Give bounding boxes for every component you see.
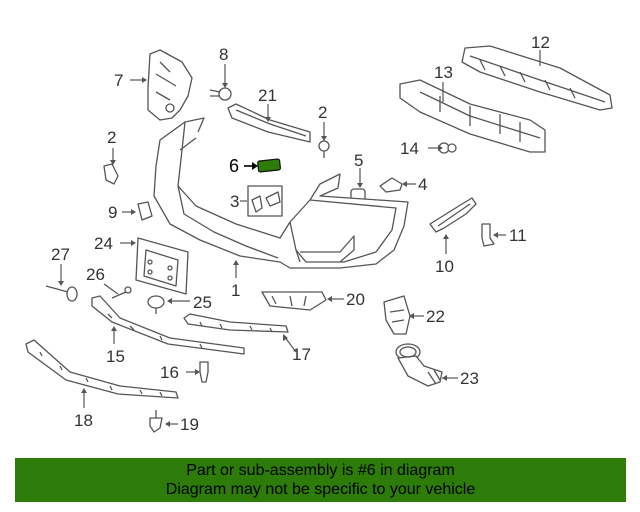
callout-3: 3 xyxy=(230,192,239,211)
callout-10: 10 xyxy=(435,257,454,276)
callout-24: 24 xyxy=(94,234,113,253)
part-9-cover: 9 xyxy=(108,201,153,222)
callout-4: 4 xyxy=(418,175,427,194)
part-19-clip: 19 xyxy=(149,410,199,434)
part-25-push-pin: 25 xyxy=(147,293,212,314)
part-18-air-deflector: 18 xyxy=(25,339,179,430)
part-4-clip: 4 xyxy=(379,175,427,194)
part-15-deflector: 15 xyxy=(91,295,245,366)
callout-16: 16 xyxy=(160,363,179,382)
callout-18: 18 xyxy=(74,411,93,430)
banner-line-1: Part or sub-assembly is #6 in diagram xyxy=(186,462,455,479)
part-6-highlighted: 6 xyxy=(229,156,281,176)
part-info-banner: Part or sub-assembly is #6 in diagram Di… xyxy=(15,458,626,502)
callout-20: 20 xyxy=(346,290,365,309)
part-11-pin: 11 xyxy=(481,223,527,247)
callout-15: 15 xyxy=(106,347,125,366)
part-1-bumper-cover: 1 xyxy=(153,117,409,300)
parts-diagram: 12 13 14 4 5 7 xyxy=(25,33,613,434)
callout-27: 27 xyxy=(51,245,70,264)
banner-line-2: Diagram may not be specific to your vehi… xyxy=(165,481,476,498)
part-7-bracket: 7 xyxy=(114,49,193,121)
part-6-shape xyxy=(257,158,281,173)
callout-26: 26 xyxy=(86,265,105,284)
callout-12: 12 xyxy=(531,33,550,52)
part-16-pin: 16 xyxy=(160,361,209,383)
part-20-trim: 20 xyxy=(261,290,365,311)
part-23-air-duct: 23 xyxy=(395,343,479,388)
callout-13: 13 xyxy=(434,63,453,82)
callout-17: 17 xyxy=(292,345,311,364)
callout-8: 8 xyxy=(219,45,228,64)
part-5-sensor: 5 xyxy=(350,151,366,202)
callout-25: 25 xyxy=(193,293,212,312)
callout-1: 1 xyxy=(231,281,240,300)
callout-6: 6 xyxy=(229,156,239,176)
callout-7: 7 xyxy=(114,71,123,90)
callout-11: 11 xyxy=(509,226,527,245)
part-22-duct: 22 xyxy=(383,295,445,335)
part-10-bracket: 10 xyxy=(429,197,477,276)
callout-5: 5 xyxy=(354,151,363,170)
part-8-bolt: 8 xyxy=(209,45,232,101)
part-2-fastener-upper: 2 xyxy=(318,103,330,158)
callout-2-left: 2 xyxy=(107,128,116,147)
part-24-license-bracket: 24 xyxy=(94,234,189,295)
part-17-lower-trim: 17 xyxy=(183,313,311,364)
part-12-impact-bar: 12 xyxy=(461,33,613,111)
part-27-bolt: 27 xyxy=(45,245,78,302)
part-3-kit: 3 xyxy=(230,185,283,217)
callout-21: 21 xyxy=(258,86,277,105)
part-21-trim-strip: 21 xyxy=(227,86,311,143)
callout-2-upper: 2 xyxy=(318,103,327,122)
callout-23: 23 xyxy=(460,369,479,388)
callout-19: 19 xyxy=(180,415,199,434)
callout-14: 14 xyxy=(400,139,419,158)
part-26-screw: 26 xyxy=(86,265,132,299)
part-2-fastener-left: 2 xyxy=(103,128,119,185)
part-13-energy-absorber: 13 xyxy=(399,63,546,153)
callout-9: 9 xyxy=(108,203,117,222)
part-14-clip: 14 xyxy=(400,139,457,158)
callout-22: 22 xyxy=(426,307,445,326)
